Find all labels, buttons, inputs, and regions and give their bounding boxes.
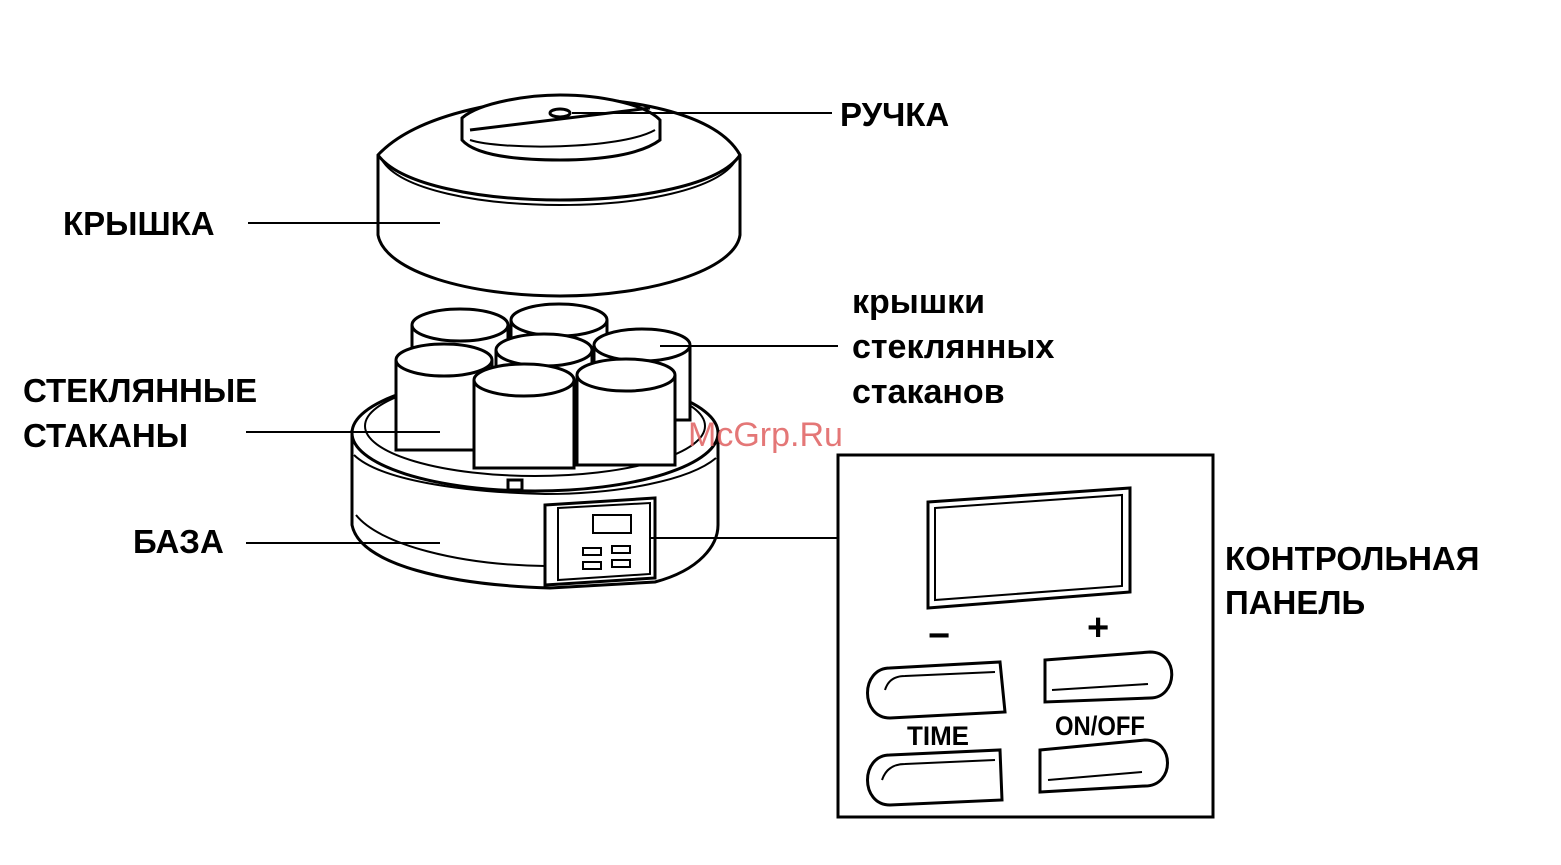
label-glass-jars-line1: СТЕКЛЯННЫЕ (23, 372, 257, 409)
label-jar-lids-line1: крышки (852, 283, 985, 321)
label-glass-jars-line2: СТАКАНЫ (23, 417, 188, 454)
label-base: БАЗА (133, 523, 224, 560)
handle (462, 95, 660, 160)
minus-button[interactable] (868, 662, 1006, 718)
display-screen (928, 488, 1130, 608)
base-control-panel (545, 498, 655, 585)
label-jar-lids-line2: стеклянных (852, 328, 1054, 366)
onoff-button[interactable] (1040, 740, 1168, 792)
minus-symbol: − (928, 615, 950, 657)
watermark: McGrp.Ru (688, 416, 843, 454)
plus-button[interactable] (1045, 652, 1172, 702)
label-lid: КРЫШКА (63, 205, 215, 242)
label-handle: РУЧКА (840, 96, 949, 133)
onoff-button-label: ON/OFF (1055, 711, 1145, 741)
label-control-panel-line1: КОНТРОЛЬНАЯ (1225, 540, 1479, 577)
plus-symbol: + (1087, 607, 1109, 649)
jar-front-center (474, 364, 574, 468)
glass-jars (396, 304, 690, 468)
jar-front-right (577, 359, 675, 465)
label-control-panel-line2: ПАНЕЛЬ (1225, 584, 1365, 621)
control-panel-enlarged: − + TIME ON/OFF (838, 455, 1213, 817)
time-button-label: TIME (907, 721, 969, 751)
time-button[interactable] (868, 750, 1003, 805)
label-jar-lids-line3: стаканов (852, 373, 1005, 411)
